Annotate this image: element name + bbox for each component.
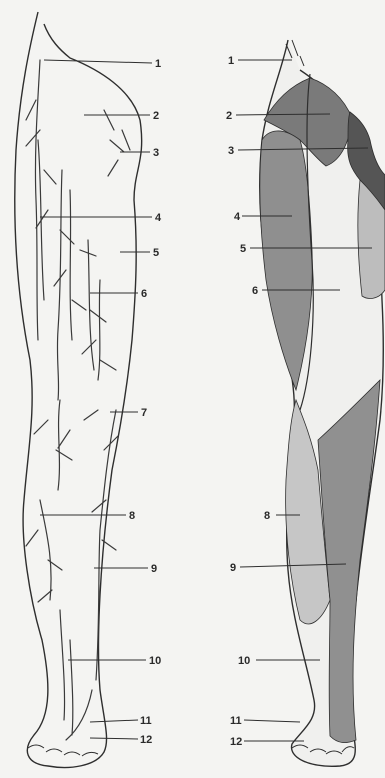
left-leader-lines (40, 60, 152, 739)
right-label-11: 11 (230, 715, 242, 727)
left-label-6: 6 (141, 288, 147, 300)
left-label-2: 2 (153, 110, 159, 122)
left-label-4: 4 (155, 212, 162, 224)
right-label-9: 9 (230, 562, 236, 574)
left-label-12: 12 (140, 734, 152, 746)
right-label-6: 6 (252, 285, 258, 297)
left-label-3: 3 (153, 147, 159, 159)
left-leg-panel: 1 2 3 4 5 6 7 8 9 10 11 12 (15, 12, 162, 767)
left-label-7: 7 (141, 407, 147, 419)
left-leg-outline (15, 12, 142, 767)
right-label-5: 5 (240, 243, 246, 255)
left-labels: 1 2 3 4 5 6 7 8 9 10 11 12 (129, 58, 162, 746)
right-label-3: 3 (228, 145, 234, 157)
right-label-1: 1 (228, 55, 234, 67)
left-label-9: 9 (151, 563, 157, 575)
left-label-11: 11 (140, 715, 152, 727)
left-label-8: 8 (129, 510, 135, 522)
left-label-5: 5 (153, 247, 159, 259)
zone-anterior-medial (260, 131, 312, 390)
right-label-2: 2 (226, 110, 232, 122)
right-label-10: 10 (238, 655, 250, 667)
right-label-8: 8 (264, 510, 270, 522)
right-label-12: 12 (230, 736, 242, 748)
left-foot-toes (28, 745, 98, 756)
right-leg-panel: 1 2 3 4 5 6 8 9 10 11 12 (226, 40, 385, 766)
right-label-4: 4 (234, 211, 241, 223)
left-label-10: 10 (149, 655, 161, 667)
left-label-1: 1 (155, 58, 161, 70)
